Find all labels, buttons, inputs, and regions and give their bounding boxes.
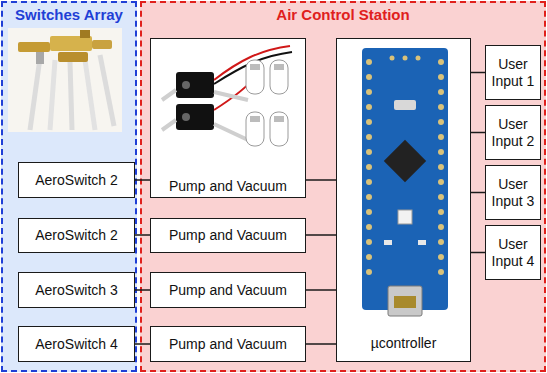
switch-box: AeroSwitch 3	[18, 272, 135, 308]
box-label: AeroSwitch 4	[35, 336, 117, 352]
switch-box: AeroSwitch 2	[18, 162, 135, 198]
pump-box: Pump and Vacuum	[150, 326, 306, 362]
connector-line	[471, 72, 485, 74]
box-label: AeroSwitch 3	[35, 282, 117, 298]
connector-line	[471, 132, 485, 134]
connector-line	[135, 343, 150, 345]
box-label: User Input 4	[490, 236, 536, 268]
input-box: User Input 3	[485, 165, 541, 220]
pump-box: Pump and Vacuum	[150, 218, 306, 253]
box-label: µcontroller	[371, 335, 437, 351]
connector-line	[135, 234, 150, 236]
connector-line	[306, 343, 336, 345]
box-label: Pump and Vacuum	[169, 227, 287, 243]
connector-line	[306, 234, 336, 236]
switch-photo	[8, 28, 122, 132]
input-box: User Input 2	[485, 105, 541, 160]
region-title: Air Control Station	[276, 6, 409, 23]
connector-line	[471, 252, 485, 254]
box-label: AeroSwitch 2	[35, 227, 117, 243]
connector-line	[306, 179, 336, 181]
box-label: Pump and Vacuum	[169, 336, 287, 352]
input-box: User Input 1	[485, 45, 541, 100]
box-label: User Input 3	[490, 176, 536, 208]
pump-box: Pump and Vacuum	[150, 38, 306, 198]
controller-box: µcontroller	[336, 38, 471, 362]
box-label: User Input 2	[490, 116, 536, 148]
switch-box: AeroSwitch 4	[18, 326, 135, 362]
connector-line	[135, 289, 150, 291]
connector-line	[306, 289, 336, 291]
input-box: User Input 4	[485, 225, 541, 280]
box-label: User Input 1	[490, 56, 536, 88]
region-panel: Air Control StationPump and VacuumPump a…	[140, 1, 546, 372]
arduino-nano-photo	[362, 48, 448, 316]
connector-line	[135, 179, 150, 181]
region-panel: Switches ArrayAeroSwitch 2 AeroSwitch 2 Ae…	[1, 1, 137, 372]
region-title: Switches Array	[15, 6, 123, 23]
connector-line	[471, 192, 485, 194]
switch-box: AeroSwitch 2	[18, 218, 135, 253]
box-label: Pump and Vacuum	[169, 178, 287, 194]
pump-photo	[162, 46, 292, 146]
box-label: AeroSwitch 2	[35, 172, 117, 188]
box-label: Pump and Vacuum	[169, 282, 287, 298]
pump-box: Pump and Vacuum	[150, 272, 306, 308]
